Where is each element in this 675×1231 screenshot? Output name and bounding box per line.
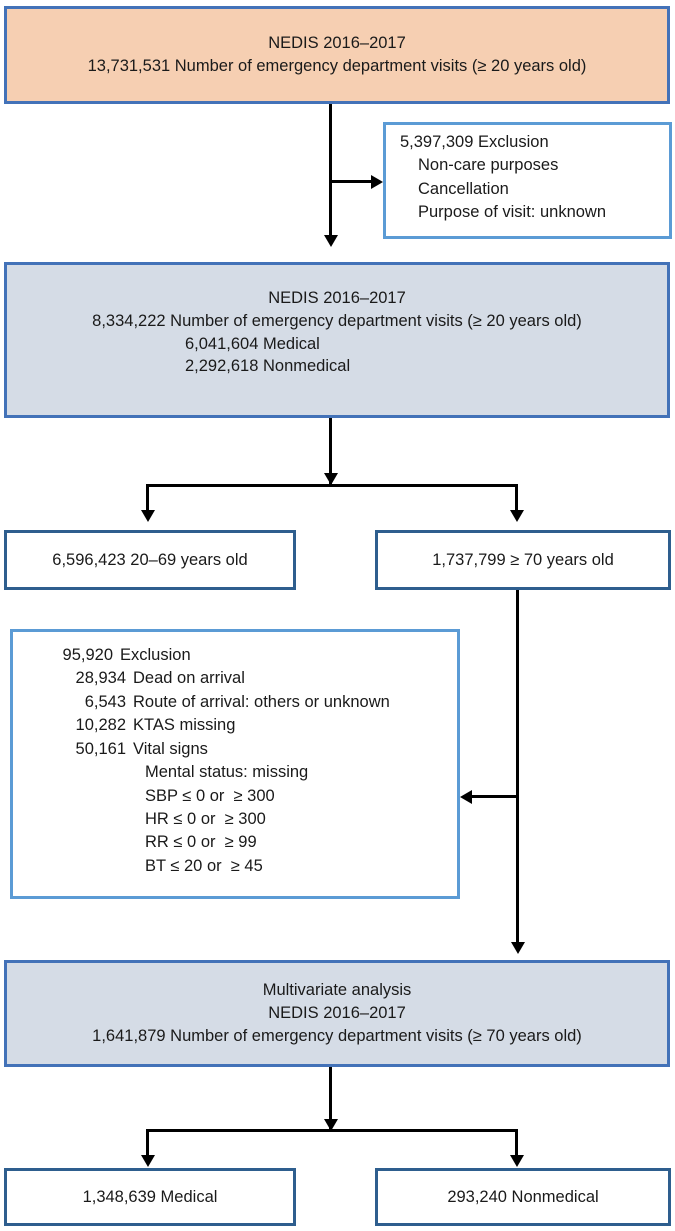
connector-eligible-down: [329, 418, 332, 484]
exclusion-2-vital-sign: Mental status: missing: [145, 763, 309, 782]
source-cohort-title: NEDIS 2016–2017: [268, 34, 406, 53]
connector-source-to-exclusion: [329, 180, 377, 183]
node-final-nonmedical: 293,240 Nonmedical: [375, 1168, 671, 1226]
arrowhead-source-to-eligible: [323, 235, 338, 247]
final-cohort-title: NEDIS 2016–2017: [268, 1004, 406, 1023]
arrowhead-eligible-down: [323, 473, 338, 485]
arrowhead-age-20-69: [140, 510, 155, 522]
eligible-cohort-nonmedical: 2,292,618 Nonmedical: [185, 357, 351, 376]
eligible-cohort-medical: 6,041,604 Medical: [185, 334, 320, 353]
node-final-medical: 1,348,639 Medical: [4, 1168, 296, 1226]
source-cohort-visits: 13,731,531 Number of emergency departmen…: [87, 57, 587, 75]
node-eligible-cohort: NEDIS 2016–2017 8,334,222 Number of emer…: [4, 262, 670, 418]
eligible-cohort-title: NEDIS 2016–2017: [268, 289, 406, 307]
node-final-cohort: Multivariate analysis NEDIS 2016–2017 1,…: [4, 960, 670, 1067]
exclusion-1-label: Exclusion: [478, 133, 549, 151]
exclusion-1-count: 5,397,309: [400, 133, 474, 151]
final-cohort-analysis: Multivariate analysis: [262, 981, 412, 1000]
exclusion-2-item: 28,934 Dead on arrival: [75, 669, 245, 688]
eligible-cohort-visits: 8,334,222 Number of emergency department…: [92, 311, 582, 330]
exclusion-1-reason: Cancellation: [418, 179, 509, 198]
connector-age-split-bar: [146, 484, 518, 487]
exclusion-2-heading: 95,920 Exclusion: [47, 644, 457, 667]
connector-final-down: [329, 1067, 332, 1129]
exclusion-2-vital-sign: RR ≤ 0 or ≥ 99: [145, 833, 257, 852]
arrowhead-final-medical: [140, 1155, 155, 1167]
exclusion-2-vital-sign: SBP ≤ 0 or ≥ 300: [145, 786, 275, 805]
arrowhead-source-to-exclusion: [371, 174, 383, 189]
exclusion-2-label: Exclusion: [120, 646, 191, 664]
connector-age-split-left: [146, 484, 149, 518]
exclusion-2-vital-sign: BT ≤ 20 or ≥ 45: [145, 856, 263, 875]
node-exclusion-2: 95,920 Exclusion 28,934 Dead on arrival …: [10, 629, 460, 899]
node-age-70-plus: 1,737,799 ≥ 70 years old: [375, 530, 671, 590]
exclusion-2-item: 6,543 Route of arrival: others or unknow…: [84, 692, 390, 711]
age-20-69-label: 6,596,423 20–69 years old: [52, 550, 248, 569]
node-age-20-69: 6,596,423 20–69 years old: [4, 530, 296, 590]
connector-final-split-bar: [146, 1129, 518, 1132]
exclusion-2-item: 50,161 Vital signs: [75, 739, 208, 758]
node-exclusion-1: 5,397,309 Exclusion Non-care purposes Ca…: [383, 122, 672, 239]
connector-final-split-right: [515, 1129, 518, 1163]
arrowhead-older-to-final: [510, 942, 525, 954]
final-cohort-visits: 1,641,879 Number of emergency department…: [92, 1026, 582, 1045]
exclusion-2-vital-sign: HR ≤ 0 or ≥ 300: [145, 809, 266, 828]
arrowhead-older-to-exclusion: [460, 789, 472, 804]
connector-older-to-exclusion: [472, 795, 518, 798]
arrowhead-final-nonmedical: [509, 1155, 524, 1167]
final-medical-label: 1,348,639 Medical: [82, 1187, 218, 1206]
age-70-plus-label: 1,737,799 ≥ 70 years old: [432, 550, 614, 569]
exclusion-2-count: 95,920: [62, 646, 113, 664]
exclusion-1-reason: Non-care purposes: [418, 156, 559, 175]
node-source-cohort: NEDIS 2016–2017 13,731,531 Number of eme…: [4, 6, 670, 104]
connector-source-to-eligible: [329, 104, 332, 238]
connector-final-split-left: [146, 1129, 149, 1163]
connector-age-split-right: [515, 484, 518, 518]
connector-older-to-final: [516, 590, 519, 948]
exclusion-1-heading: 5,397,309 Exclusion: [400, 131, 669, 154]
exclusion-1-reason: Purpose of visit: unknown: [418, 203, 607, 222]
exclusion-2-item: 10,282 KTAS missing: [75, 716, 236, 735]
arrowhead-age-70-plus: [509, 510, 524, 522]
final-nonmedical-label: 293,240 Nonmedical: [447, 1187, 599, 1206]
arrowhead-final-down: [323, 1119, 338, 1131]
